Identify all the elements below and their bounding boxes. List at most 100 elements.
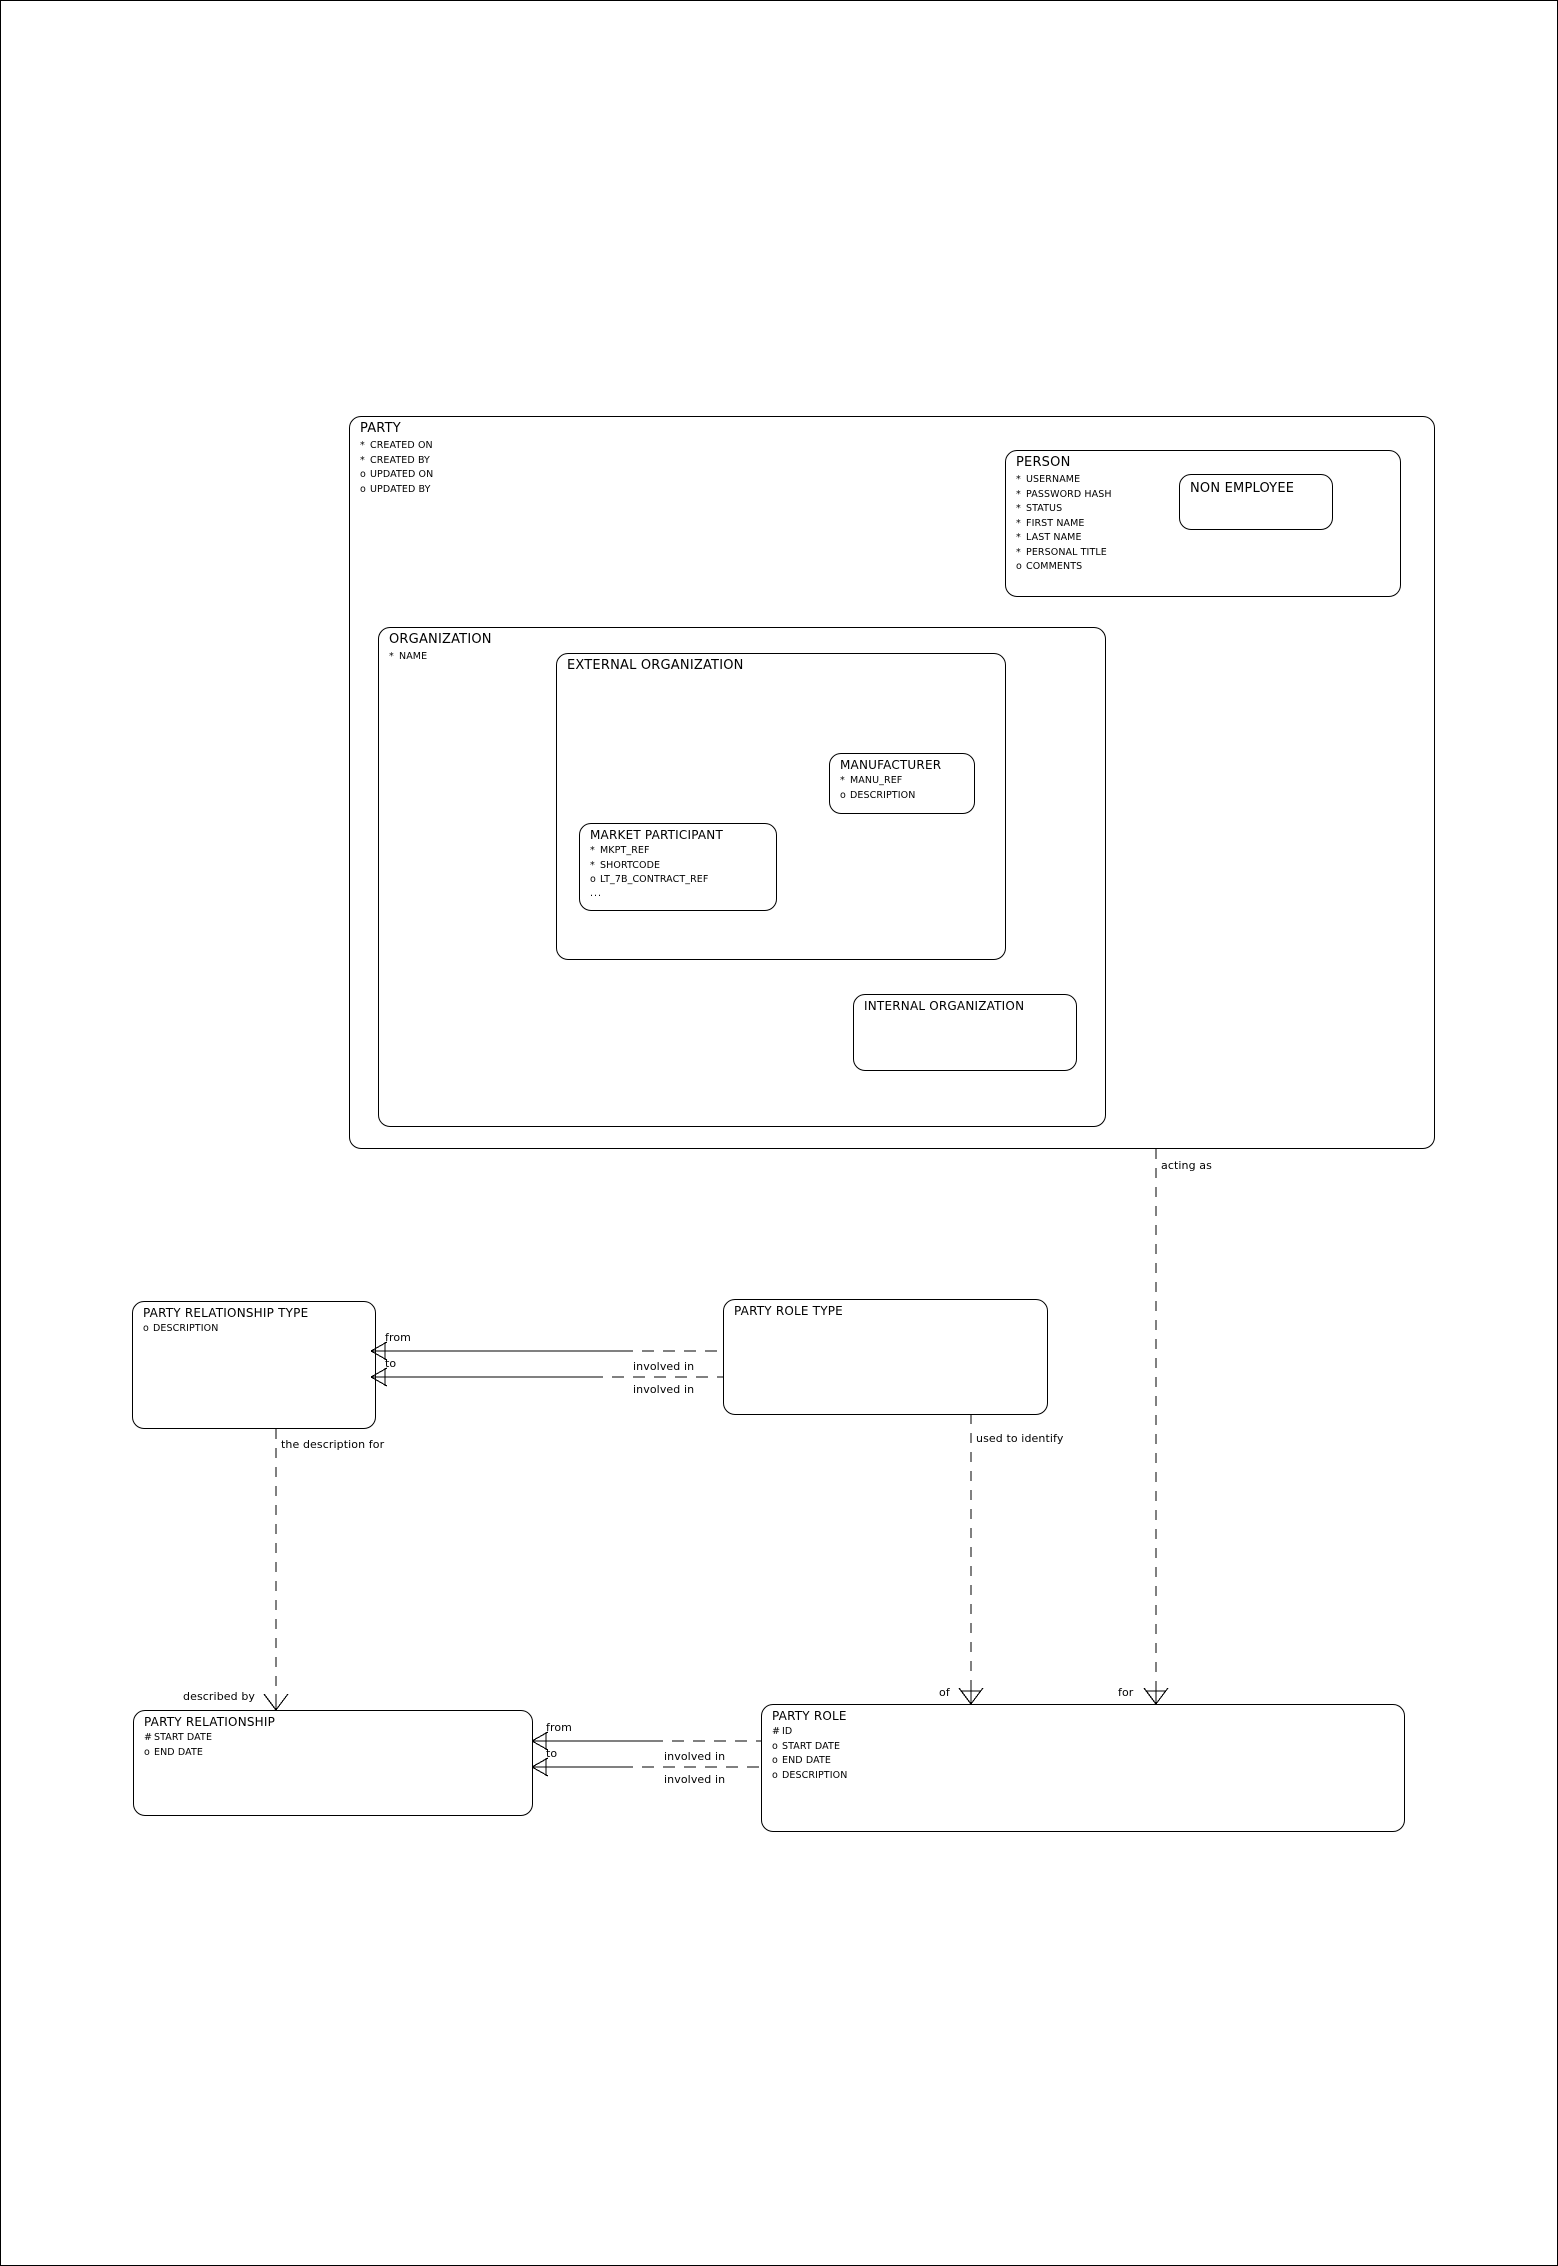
attr-mark: * xyxy=(389,651,394,662)
crowsfoot-of xyxy=(958,1687,984,1705)
attr-row: o DESCRIPTION xyxy=(143,1322,218,1337)
attr-row: *LAST NAME xyxy=(1016,531,1112,546)
entity-party-role-type[interactable]: PARTY ROLE TYPE xyxy=(723,1299,1048,1415)
attr-mark: * xyxy=(1016,503,1021,514)
entity-manufacturer-title: MANUFACTURER xyxy=(840,758,942,772)
crowsfoot-for xyxy=(1143,1687,1169,1705)
relationship-label-prt-involved-in-2: involved in xyxy=(633,1383,695,1396)
relationship-label-of: of xyxy=(939,1686,950,1699)
attr-mark: o xyxy=(1016,561,1022,572)
entity-manufacturer-attributes: * MANU_REF o DESCRIPTION xyxy=(840,774,915,803)
attr-row: * PERSONAL TITLE xyxy=(1016,546,1112,561)
attr-label: PERSONAL TITLE xyxy=(1026,546,1107,558)
attr-row: o UPDATED BY xyxy=(360,483,433,498)
attr-row: *USERNAME xyxy=(1016,473,1112,488)
entity-party-role-title: PARTY ROLE xyxy=(772,1709,847,1723)
attr-mark: o xyxy=(840,789,846,801)
entity-market-participant[interactable]: MARKET PARTICIPANT *MKPT_REF *SHORTCODE … xyxy=(579,823,777,911)
attr-mark: * xyxy=(360,440,365,451)
relationship-label-used-to-identify: used to identify xyxy=(976,1432,1064,1445)
attr-row: * CREATED BY xyxy=(360,454,433,469)
attr-label: COMMENTS xyxy=(1026,561,1083,572)
attr-mark: * xyxy=(1016,546,1021,558)
attr-label: START DATE xyxy=(154,1732,213,1743)
relationship-label-described-by: described by xyxy=(183,1690,256,1703)
attr-label: USERNAME xyxy=(1026,474,1081,485)
entity-non-employee-title: NON EMPLOYEE xyxy=(1190,481,1295,496)
attr-row: *NAME xyxy=(389,650,427,665)
relationship-label-pr-from: from xyxy=(546,1721,572,1734)
attr-mark: * xyxy=(1016,532,1021,543)
attr-row: o COMMENTS xyxy=(1016,560,1112,575)
attr-row: * SHORTCODE xyxy=(590,859,708,874)
attr-row: #ID xyxy=(772,1725,847,1740)
attr-row: *MKPT_REF xyxy=(590,844,708,859)
entity-party-relationship-type-title: PARTY RELATIONSHIP TYPE xyxy=(143,1306,309,1320)
attr-label: DESCRIPTION xyxy=(850,789,916,801)
attr-ellipsis: ... xyxy=(590,887,603,899)
attr-label: END DATE xyxy=(154,1746,203,1758)
attr-label: PASSWORD HASH xyxy=(1026,488,1112,500)
entity-organization-attributes: *NAME xyxy=(389,650,427,665)
attr-label: SHORTCODE xyxy=(600,859,661,871)
crowsfoot-pr-to xyxy=(531,1757,549,1777)
attr-mark: o xyxy=(360,469,366,480)
entity-organization-title: ORGANIZATION xyxy=(389,632,492,647)
attr-mark: o xyxy=(143,1323,149,1334)
attr-mark: * xyxy=(1016,488,1021,500)
attr-label: UPDATED BY xyxy=(370,483,431,495)
relationship-label-pr-involved-in-1: involved in xyxy=(664,1750,726,1763)
entity-party-role-type-title: PARTY ROLE TYPE xyxy=(734,1304,843,1318)
entity-non-employee[interactable]: NON EMPLOYEE xyxy=(1179,474,1333,530)
attr-label: FIRST NAME xyxy=(1026,517,1085,529)
relationship-label-for: for xyxy=(1118,1686,1134,1699)
attr-mark: * xyxy=(840,775,845,786)
attr-label: CREATED ON xyxy=(370,440,433,451)
attr-row: * MANU_REF xyxy=(840,774,915,789)
entity-person-attributes: *USERNAME *PASSWORD HASH *STATUS *FIRST … xyxy=(1016,473,1112,575)
entity-party-relationship-title: PARTY RELATIONSHIP xyxy=(144,1715,276,1729)
entity-person[interactable]: PERSON *USERNAME *PASSWORD HASH *STATUS … xyxy=(1005,450,1401,597)
attr-row: #START DATE xyxy=(144,1731,212,1746)
attr-label: END DATE xyxy=(782,1755,831,1766)
attr-row: * PASSWORD HASH xyxy=(1016,488,1112,503)
relationship-label-prt-from: from xyxy=(385,1331,411,1344)
entity-internal-organization[interactable]: INTERNAL ORGANIZATION xyxy=(853,994,1077,1071)
entity-organization[interactable]: ORGANIZATION *NAME xyxy=(378,627,1106,1127)
attr-mark: o xyxy=(360,483,366,495)
attr-label: CREATED BY xyxy=(370,454,430,466)
attr-label: MANU_REF xyxy=(850,775,903,786)
attr-mark: * xyxy=(360,454,365,466)
entity-party-relationship-type-attributes: o DESCRIPTION xyxy=(143,1322,218,1337)
entity-external-organization[interactable]: EXTERNAL ORGANIZATION xyxy=(556,653,1006,960)
relationship-label-the-description-for: the description for xyxy=(281,1438,385,1451)
attr-mark: # xyxy=(144,1732,153,1743)
relationship-label-prt-involved-in-1: involved in xyxy=(633,1360,695,1373)
attr-mark: * xyxy=(590,845,595,856)
entity-manufacturer[interactable]: MANUFACTURER * MANU_REF o DESCRIPTION xyxy=(829,753,975,814)
attr-label: STATUS xyxy=(1026,503,1063,514)
attr-label: LT_7B_CONTRACT_REF xyxy=(600,874,709,885)
attr-label: DESCRIPTION xyxy=(153,1323,219,1334)
entity-person-title: PERSON xyxy=(1016,455,1071,470)
attr-mark: o xyxy=(772,1740,778,1752)
attr-mark: * xyxy=(590,859,595,871)
attr-row: * STATUS xyxy=(1016,502,1112,517)
entity-party-relationship-type[interactable]: PARTY RELATIONSHIP TYPE o DESCRIPTION xyxy=(132,1301,376,1429)
relationship-label-pr-to: to xyxy=(546,1747,558,1760)
attr-label: ID xyxy=(782,1726,793,1737)
attr-row: o DESCRIPTION xyxy=(840,789,915,804)
